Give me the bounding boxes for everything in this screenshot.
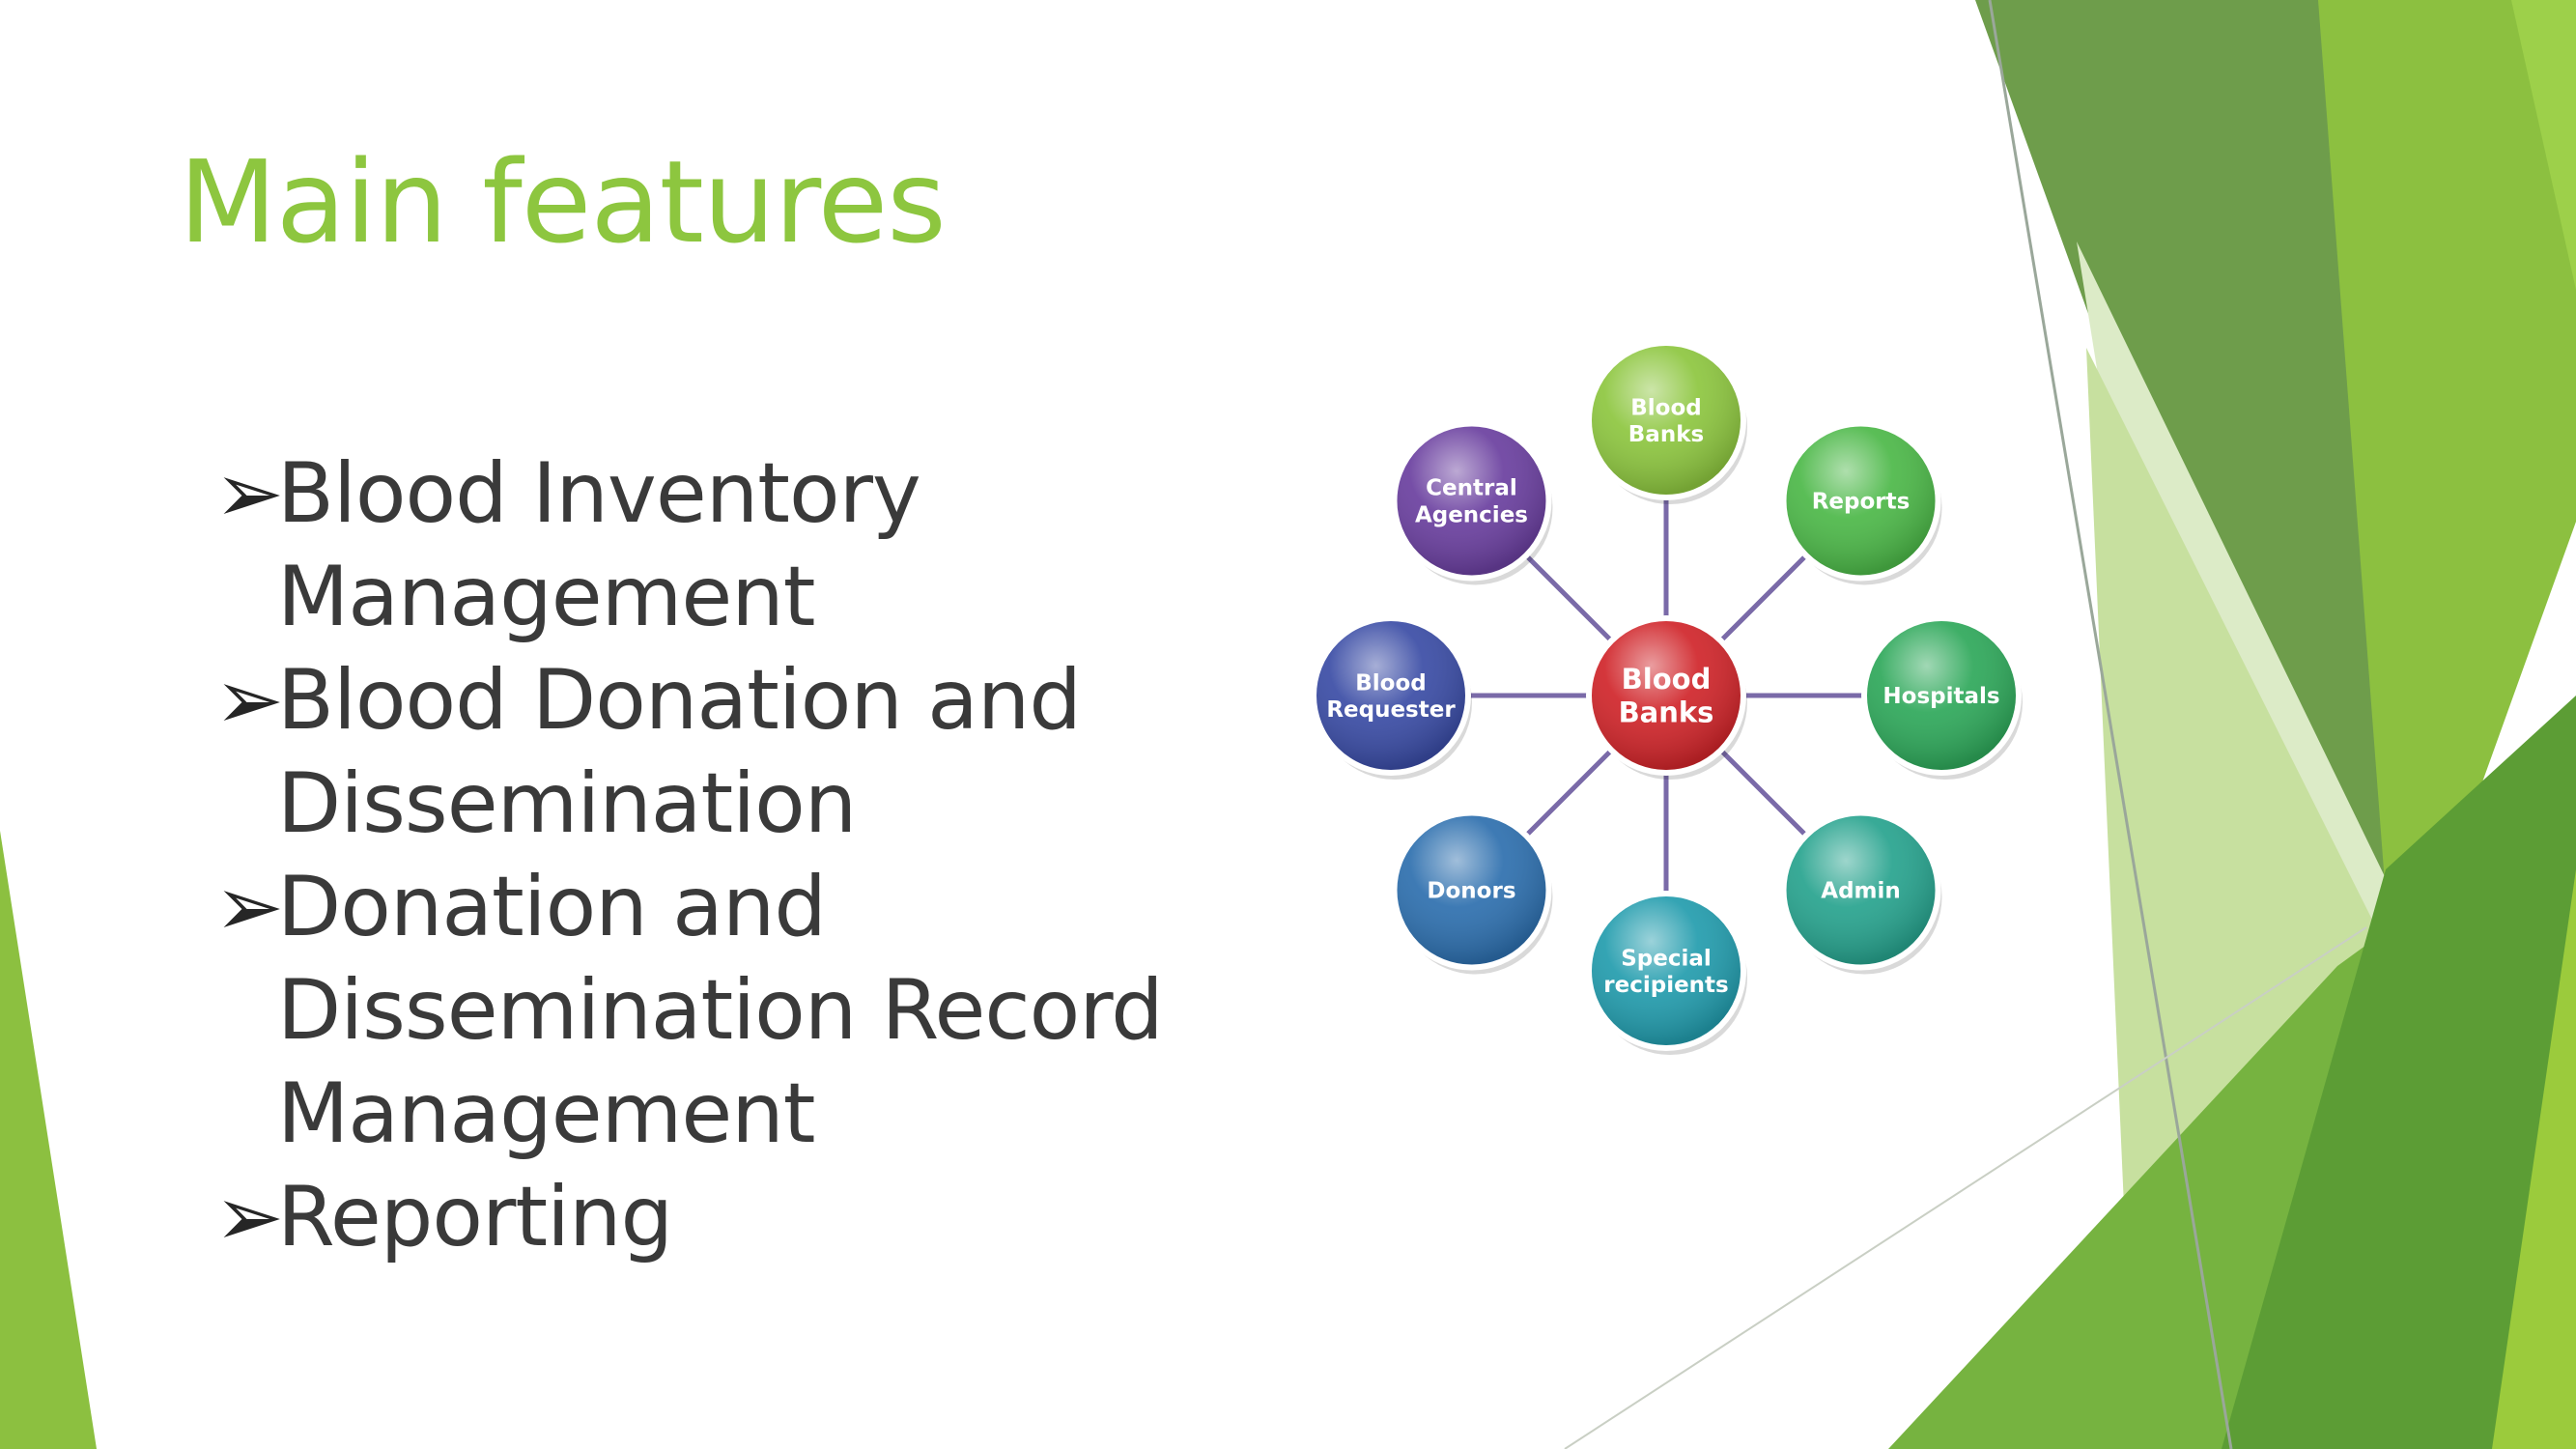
node-reports: Reports (1780, 420, 1942, 585)
node-central-agencies-gloss (1397, 426, 1546, 576)
feature-text: Blood Donation and Dissemination (277, 652, 1082, 852)
node-donors-gloss (1397, 815, 1546, 965)
node-reports-label: Reports (1812, 490, 1911, 515)
feature-list: ➢ Blood Inventory Management ➢ Blood Don… (214, 442, 1402, 1269)
node-reports-gloss (1786, 426, 1936, 576)
arrow-bullet-icon: ➢ (214, 1169, 284, 1265)
feature-item: ➢ Blood Donation and Dissemination (214, 649, 1402, 856)
hub-diagram: BloodBanksReportsHospitalsAdminSpecialre… (1311, 343, 2023, 1055)
feature-text: Reporting (277, 1169, 673, 1265)
node-central-agencies-label: Agencies (1415, 502, 1528, 527)
node-hospitals-label: Hospitals (1882, 684, 1999, 709)
node-admin-gloss (1786, 815, 1936, 965)
node-blood-requester-label: Requester (1326, 697, 1456, 723)
node-hospitals: Hospitals (1861, 615, 2023, 780)
node-special-recipients-label: recipients (1603, 973, 1728, 998)
arrow-bullet-icon: ➢ (214, 859, 284, 955)
hub-node-label: Banks (1619, 696, 1714, 729)
node-admin-label: Admin (1821, 879, 1901, 904)
arrow-bullet-icon: ➢ (214, 445, 284, 542)
facet-forest (2222, 696, 2576, 1449)
node-hospitals-gloss (1867, 621, 2016, 770)
thin-line-a (1988, 0, 2233, 1449)
feature-text: Donation and Dissemination Record Manage… (277, 859, 1164, 1162)
node-donors: Donors (1391, 810, 1553, 975)
node-donors-label: Donors (1427, 879, 1515, 904)
node-blood-banks-label: Blood (1630, 395, 1701, 420)
facet-mid (2318, 0, 2576, 1024)
facet-bright (2511, 0, 2576, 290)
left-sliver (0, 831, 97, 1449)
node-blood-banks-label: Banks (1628, 422, 1704, 447)
node-central-agencies-label: Central (1426, 476, 1517, 501)
node-special-recipients-label: Special (1621, 946, 1712, 971)
feature-item: ➢ Donation and Dissemination Record Mana… (214, 856, 1402, 1166)
feature-item: ➢ Reporting (214, 1166, 1402, 1269)
node-blood-requester-label: Blood (1355, 670, 1426, 696)
facet-lime (2492, 869, 2576, 1449)
slide-title: Main features (179, 135, 947, 269)
node-admin: Admin (1780, 810, 1942, 975)
hub-node-label: Blood (1622, 663, 1712, 696)
node-special-recipients-gloss (1592, 896, 1741, 1045)
arrow-bullet-icon: ➢ (214, 652, 284, 749)
hub-node-gloss (1592, 621, 1741, 770)
thin-line-b (1564, 926, 2367, 1449)
feature-item: ➢ Blood Inventory Management (214, 442, 1402, 649)
node-blood-requester-gloss (1316, 621, 1465, 770)
feature-text: Blood Inventory Management (277, 445, 921, 645)
node-blood-banks-gloss (1592, 346, 1741, 495)
